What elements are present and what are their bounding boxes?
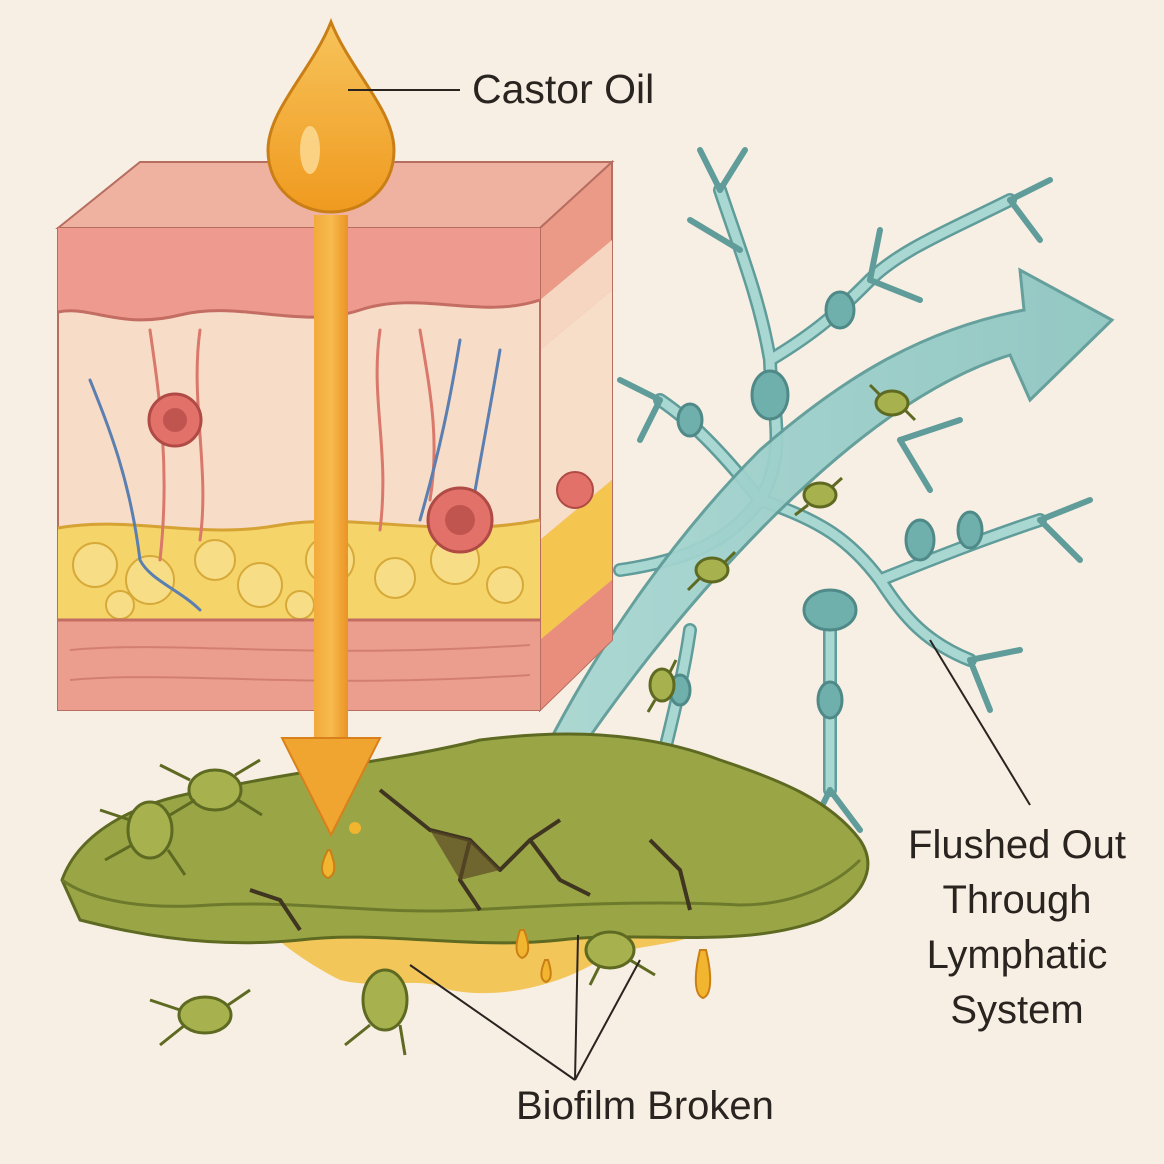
flushed-out-line-3: Lymphatic xyxy=(926,933,1108,977)
bacterium-icon xyxy=(149,988,251,1047)
bacterium-icon xyxy=(868,383,917,422)
skin-cube-icon xyxy=(55,159,615,713)
leader-lines xyxy=(348,89,1031,1081)
castor-oil-label: Castor Oil xyxy=(472,66,655,112)
bacterium-icon xyxy=(584,930,656,986)
biofilm-broken-label: Biofilm Broken xyxy=(516,1084,774,1128)
bacterium-icon xyxy=(159,758,263,817)
bacterium-icon xyxy=(686,550,737,592)
bacteria-group xyxy=(99,383,917,1056)
flushed-out-label: Flushed Out Through Lymphatic System xyxy=(872,818,1162,1038)
oil-drop-icon xyxy=(266,17,396,214)
lymphatic-vessel-icon xyxy=(613,147,1093,863)
lymph-arrow-icon xyxy=(538,267,1115,783)
flushed-out-line-2: Through xyxy=(942,878,1092,922)
down-arrow-icon xyxy=(280,215,382,838)
flushed-out-line-1: Flushed Out xyxy=(908,823,1126,867)
bacterium-icon xyxy=(99,800,187,876)
bacterium-icon xyxy=(646,659,678,713)
flushed-out-line-4: System xyxy=(950,988,1084,1032)
biofilm-icon xyxy=(60,732,870,1000)
bacterium-icon xyxy=(794,476,844,517)
bacterium-icon xyxy=(344,968,409,1056)
